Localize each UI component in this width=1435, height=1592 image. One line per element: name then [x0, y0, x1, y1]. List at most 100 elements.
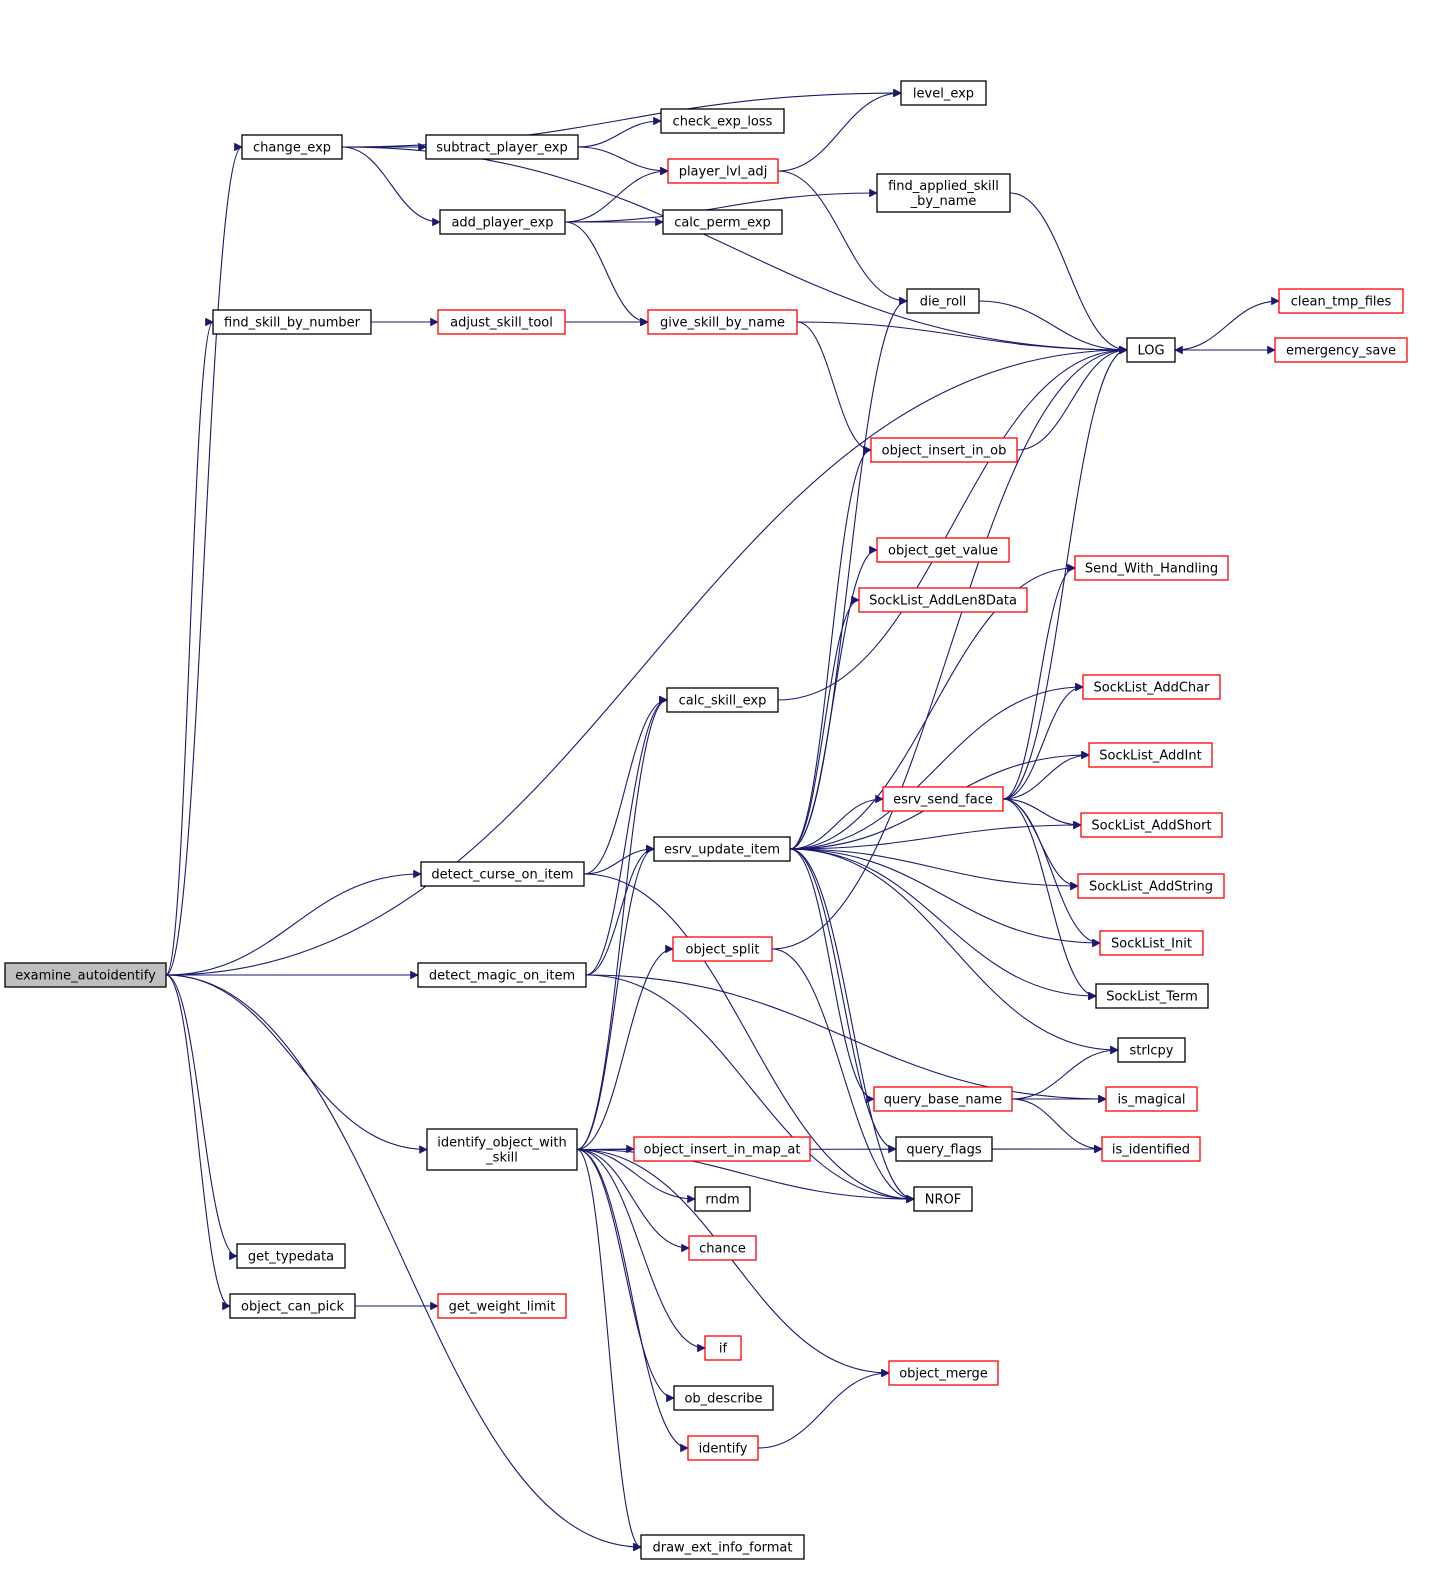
node-box[interactable]: [425, 134, 579, 160]
node-box[interactable]: [672, 936, 773, 962]
node-box[interactable]: [1077, 873, 1225, 899]
node-box[interactable]: [687, 1435, 759, 1461]
node-box[interactable]: [666, 687, 779, 713]
node-box[interactable]: [688, 1235, 757, 1261]
node-subtract_player_exp[interactable]: subtract_player_exp: [425, 134, 579, 160]
node-box[interactable]: [882, 786, 1004, 812]
node-box[interactable]: [1095, 983, 1209, 1009]
node-check_exp_loss[interactable]: check_exp_loss: [660, 108, 785, 134]
node-box[interactable]: [888, 1360, 999, 1386]
node-box[interactable]: [1126, 337, 1176, 363]
node-SockList_AddChar[interactable]: SockList_AddChar: [1082, 674, 1221, 700]
node-SockList_AddShort[interactable]: SockList_AddShort: [1080, 812, 1223, 838]
node-change_exp[interactable]: change_exp: [241, 134, 343, 160]
node-find_applied_skill_by_name[interactable]: find_applied_skill_by_name: [876, 173, 1011, 213]
node-box[interactable]: [870, 437, 1018, 463]
node-die_roll[interactable]: die_roll: [906, 288, 980, 314]
node-box[interactable]: [1105, 1086, 1198, 1112]
node-box[interactable]: [647, 309, 798, 335]
node-level_exp[interactable]: level_exp: [900, 80, 987, 106]
node-box[interactable]: [704, 1335, 742, 1361]
node-draw_ext_info_format[interactable]: draw_ext_info_format: [640, 1534, 805, 1560]
node-rndm[interactable]: rndm: [694, 1186, 751, 1212]
node-object_can_pick[interactable]: object_can_pick: [229, 1293, 356, 1319]
node-ob_describe[interactable]: ob_describe: [673, 1385, 774, 1411]
node-box[interactable]: [640, 1534, 805, 1560]
node-object_get_value[interactable]: object_get_value: [876, 537, 1010, 563]
node-detect_curse_on_item[interactable]: detect_curse_on_item: [420, 861, 585, 887]
node-calc_skill_exp[interactable]: calc_skill_exp: [666, 687, 779, 713]
node-object_split[interactable]: object_split: [672, 936, 773, 962]
node-SockList_AddLen8Data[interactable]: SockList_AddLen8Data: [858, 587, 1028, 613]
node-SockList_Term[interactable]: SockList_Term: [1095, 983, 1209, 1009]
node-query_base_name[interactable]: query_base_name: [873, 1086, 1013, 1112]
node-box[interactable]: [1278, 288, 1404, 314]
node-box[interactable]: [906, 288, 980, 314]
node-box[interactable]: [417, 962, 587, 988]
node-calc_perm_exp[interactable]: calc_perm_exp: [662, 209, 783, 235]
node-box[interactable]: [236, 1243, 346, 1269]
node-object_insert_in_ob[interactable]: object_insert_in_ob: [870, 437, 1018, 463]
node-if[interactable]: if: [704, 1335, 742, 1361]
node-LOG[interactable]: LOG: [1126, 337, 1176, 363]
node-player_lvl_adj[interactable]: player_lvl_adj: [667, 158, 779, 184]
node-box[interactable]: [660, 108, 785, 134]
node-box[interactable]: [1099, 930, 1204, 956]
node-box[interactable]: [1082, 674, 1221, 700]
node-get_typedata[interactable]: get_typedata: [236, 1243, 346, 1269]
node-clean_tmp_files[interactable]: clean_tmp_files: [1278, 288, 1404, 314]
node-chance[interactable]: chance: [688, 1235, 757, 1261]
node-box[interactable]: [437, 1293, 567, 1319]
node-box[interactable]: [1274, 337, 1408, 363]
node-box[interactable]: [876, 173, 1011, 213]
node-SockList_AddString[interactable]: SockList_AddString: [1077, 873, 1225, 899]
node-box[interactable]: [4, 962, 167, 988]
node-box[interactable]: [900, 80, 987, 106]
node-box[interactable]: [1101, 1136, 1201, 1162]
node-box[interactable]: [662, 209, 783, 235]
node-identify_object_with_skill[interactable]: identify_object_with_skill: [426, 1128, 578, 1171]
node-give_skill_by_name[interactable]: give_skill_by_name: [647, 309, 798, 335]
node-SockList_Init[interactable]: SockList_Init: [1099, 930, 1204, 956]
node-identify[interactable]: identify: [687, 1435, 759, 1461]
node-get_weight_limit[interactable]: get_weight_limit: [437, 1293, 567, 1319]
node-box[interactable]: [1117, 1037, 1186, 1063]
node-box[interactable]: [212, 309, 372, 335]
node-box[interactable]: [229, 1293, 356, 1319]
node-box[interactable]: [694, 1186, 751, 1212]
node-add_player_exp[interactable]: add_player_exp: [439, 209, 566, 235]
node-box[interactable]: [673, 1385, 774, 1411]
node-box[interactable]: [439, 209, 566, 235]
node-box[interactable]: [1074, 555, 1229, 581]
node-box[interactable]: [426, 1128, 578, 1171]
node-Send_With_Handling[interactable]: Send_With_Handling: [1074, 555, 1229, 581]
node-box[interactable]: [633, 1136, 811, 1162]
node-box[interactable]: [241, 134, 343, 160]
node-emergency_save[interactable]: emergency_save: [1274, 337, 1408, 363]
node-box[interactable]: [1088, 742, 1213, 768]
node-box[interactable]: [437, 309, 566, 335]
node-box[interactable]: [873, 1086, 1013, 1112]
node-box[interactable]: [653, 836, 791, 862]
node-box[interactable]: [876, 537, 1010, 563]
node-SockList_AddInt[interactable]: SockList_AddInt: [1088, 742, 1213, 768]
node-esrv_update_item[interactable]: esrv_update_item: [653, 836, 791, 862]
node-adjust_skill_tool[interactable]: adjust_skill_tool: [437, 309, 566, 335]
node-box[interactable]: [895, 1136, 993, 1162]
node-is_magical[interactable]: is_magical: [1105, 1086, 1198, 1112]
node-is_identified[interactable]: is_identified: [1101, 1136, 1201, 1162]
node-strlcpy[interactable]: strlcpy: [1117, 1037, 1186, 1063]
node-box[interactable]: [913, 1186, 973, 1212]
node-box[interactable]: [858, 587, 1028, 613]
node-object_merge[interactable]: object_merge: [888, 1360, 999, 1386]
node-box[interactable]: [420, 861, 585, 887]
node-find_skill_by_number[interactable]: find_skill_by_number: [212, 309, 372, 335]
node-box[interactable]: [1080, 812, 1223, 838]
node-box[interactable]: [667, 158, 779, 184]
node-query_flags[interactable]: query_flags: [895, 1136, 993, 1162]
node-object_insert_in_map_at[interactable]: object_insert_in_map_at: [633, 1136, 811, 1162]
node-detect_magic_on_item[interactable]: detect_magic_on_item: [417, 962, 587, 988]
node-NROF[interactable]: NROF: [913, 1186, 973, 1212]
node-examine_autoidentify[interactable]: examine_autoidentify: [4, 962, 167, 988]
node-esrv_send_face[interactable]: esrv_send_face: [882, 786, 1004, 812]
